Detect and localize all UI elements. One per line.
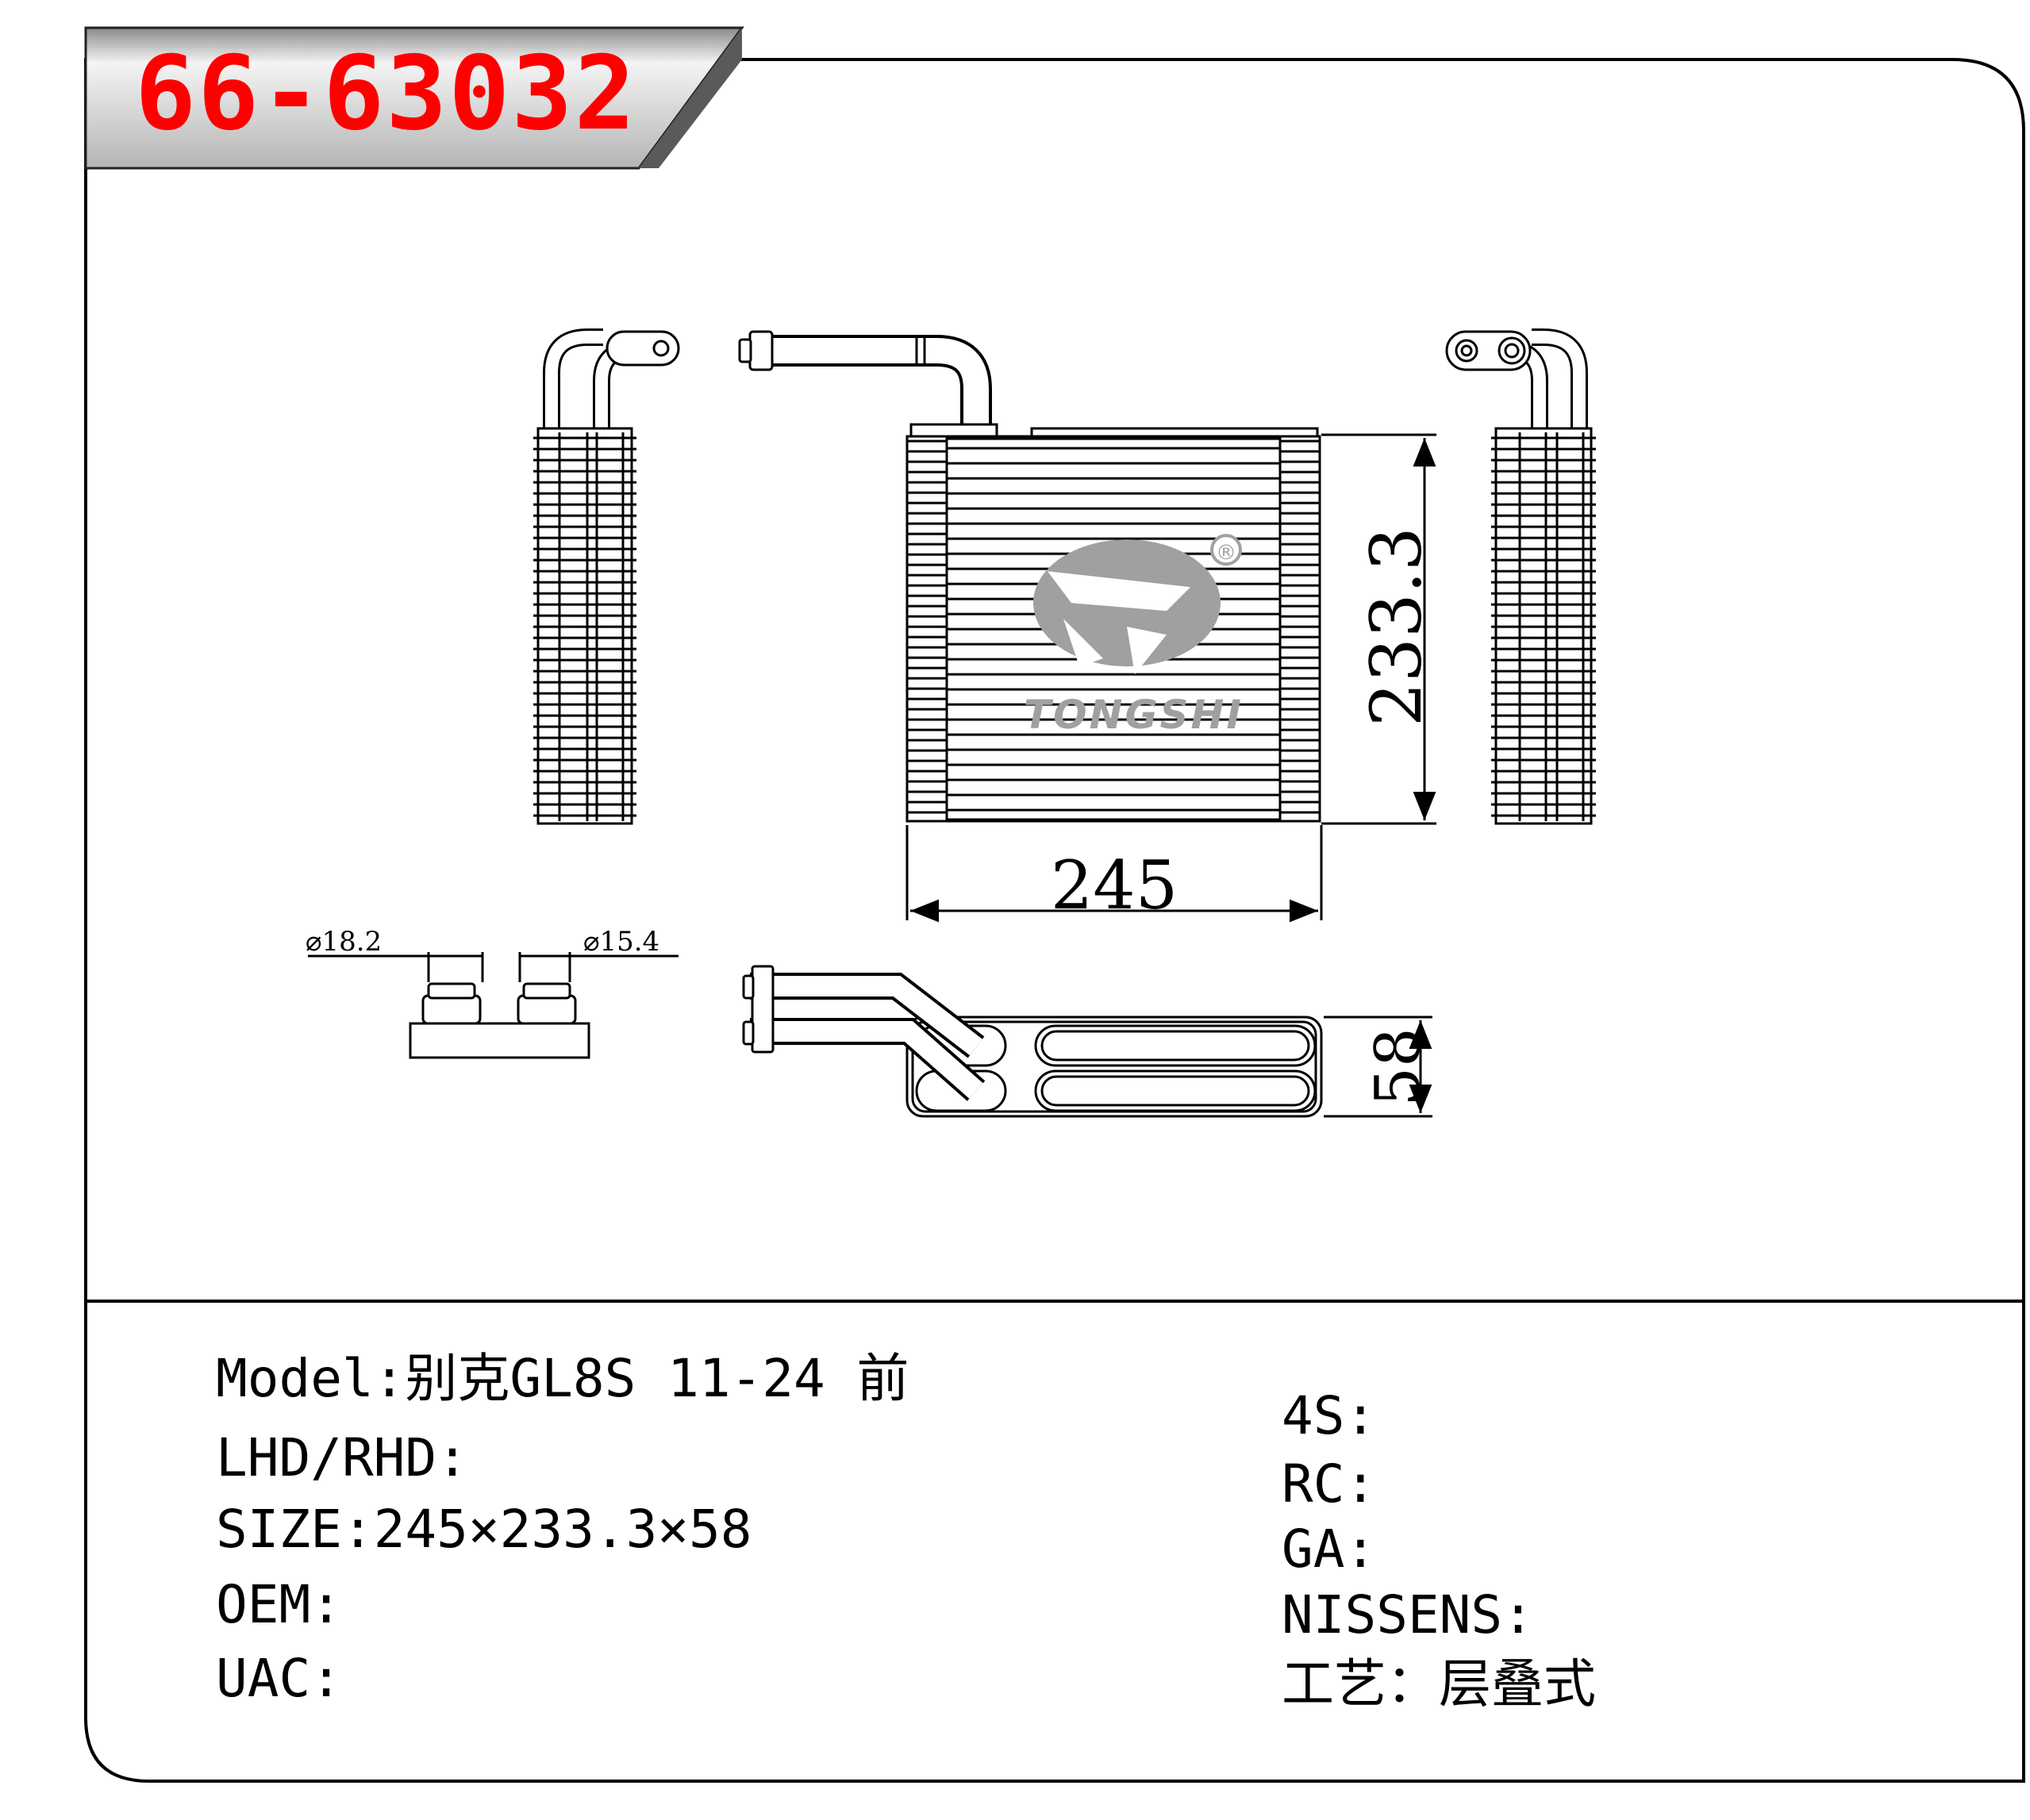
front-fins	[907, 440, 1320, 814]
spec-label: RC:	[1282, 1453, 1377, 1515]
part-number: 66-63032	[135, 35, 637, 153]
brand-name: TONGSHI	[1024, 692, 1244, 738]
spec-nissens: NISSENS:	[1282, 1589, 1534, 1641]
depth-dimension	[1324, 1016, 1432, 1118]
spec-label: LHD/RHD:	[216, 1427, 468, 1488]
spec-label: 4S:	[1282, 1385, 1377, 1446]
height-label: 233.3	[1355, 527, 1437, 727]
spec-oem: OEM:	[216, 1579, 342, 1631]
height-dimension	[1321, 433, 1436, 825]
connector-flange	[308, 952, 679, 1059]
spec-label: NISSENS:	[1282, 1584, 1534, 1645]
width-dimension	[905, 825, 1323, 923]
spec-value: 245×233.3×58	[373, 1499, 752, 1560]
spec-uac: UAC:	[216, 1653, 342, 1705]
spec-process: 工艺：层叠式	[1282, 1658, 1596, 1711]
spec-rc: RC:	[1282, 1458, 1376, 1511]
width-label: 245	[1051, 847, 1178, 924]
spec-value: 别克GL8S 11-24 前	[405, 1348, 909, 1409]
registered-mark: ®	[1216, 541, 1236, 565]
left-side-view	[533, 328, 680, 825]
spec-ga: GA:	[1282, 1523, 1376, 1576]
right-side-view	[1445, 328, 1596, 825]
spec-label: UAC:	[216, 1648, 342, 1709]
spec-value: 层叠式	[1439, 1653, 1596, 1714]
spec-label: SIZE:	[216, 1499, 374, 1560]
sheet-border	[84, 58, 2025, 1783]
front-view	[738, 330, 1321, 823]
tongshi-logo: ® TONGSHI	[1024, 534, 1244, 738]
spec-size: SIZE:245×233.3×58	[216, 1503, 752, 1556]
left-fins	[533, 436, 636, 817]
spec-model: Model:别克GL8S 11-24 前	[216, 1353, 909, 1405]
outlet-diameter-label: ⌀15.4	[583, 926, 659, 958]
depth-label: 58	[1363, 1027, 1434, 1106]
banner-shadow	[639, 28, 742, 168]
spec-lhd-rhd: LHD/RHD:	[216, 1432, 468, 1484]
spec-label: GA:	[1282, 1519, 1377, 1580]
inlet-diameter-label: ⌀18.2	[306, 926, 382, 958]
spec-label: OEM:	[216, 1574, 342, 1635]
right-fins	[1491, 436, 1596, 817]
spec-label: Model:	[216, 1348, 406, 1409]
top-view	[742, 965, 1323, 1118]
spec-4s: 4S:	[1282, 1390, 1376, 1442]
spec-label: 工艺：	[1282, 1653, 1439, 1714]
